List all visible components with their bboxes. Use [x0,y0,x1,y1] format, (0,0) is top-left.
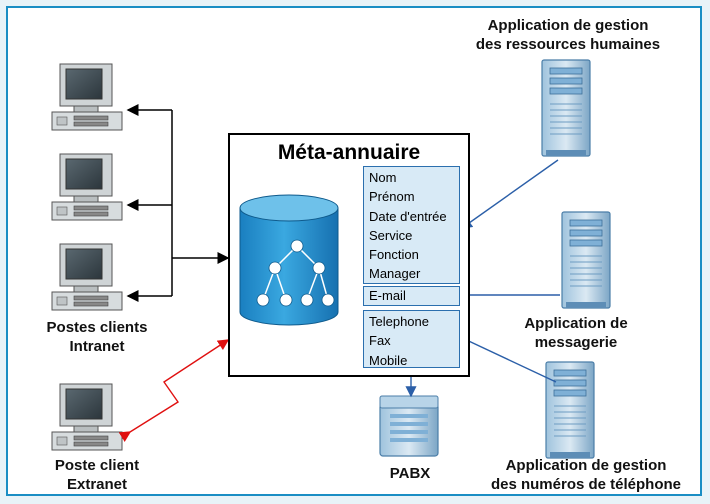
extranet-client-label: Poste client Extranet [54,457,140,493]
extranet-link [118,339,230,442]
phone-app-label: Application de gestion des numéros de té… [490,457,682,493]
intranet-connector [126,104,230,302]
identity-fields-box: Nom Prénom Date d'entrée Service Fonctio… [363,166,460,284]
field-mobile: Mobile [369,352,408,368]
field-telephone: Telephone [369,314,429,329]
intranet-clients-label: Postes clients Intranet [46,319,148,355]
pabx-label: PABX [389,465,431,482]
hr-app-label: Application de gestion des ressources hu… [475,17,661,53]
intranet-workstation-3-icon [51,243,123,311]
extranet-workstation-icon [51,383,123,451]
field-email: E-mail [369,288,406,303]
messaging-server-icon [561,211,611,309]
email-field-box: E-mail [363,286,460,306]
pabx-icon [379,395,439,457]
field-manager: Manager [369,266,421,282]
hr-server-icon [541,59,591,157]
field-service: Service [369,227,413,243]
field-fonction: Fonction [369,247,419,263]
messaging-app-label: Application de messagerie [524,315,628,351]
field-fax: Fax [369,333,391,349]
meta-directory-title: Méta-annuaire [277,141,421,164]
field-date-entree: Date d'entrée [369,208,447,224]
hr-link [460,159,559,229]
intranet-workstation-1-icon [51,63,123,131]
phone-fields-box: Telephone Fax Mobile [363,310,460,368]
field-nom: Nom [369,170,397,185]
phone-app-link [456,335,557,383]
intranet-workstation-2-icon [51,153,123,221]
phone-app-server-icon [545,361,595,459]
field-prenom: Prénom [369,189,415,205]
